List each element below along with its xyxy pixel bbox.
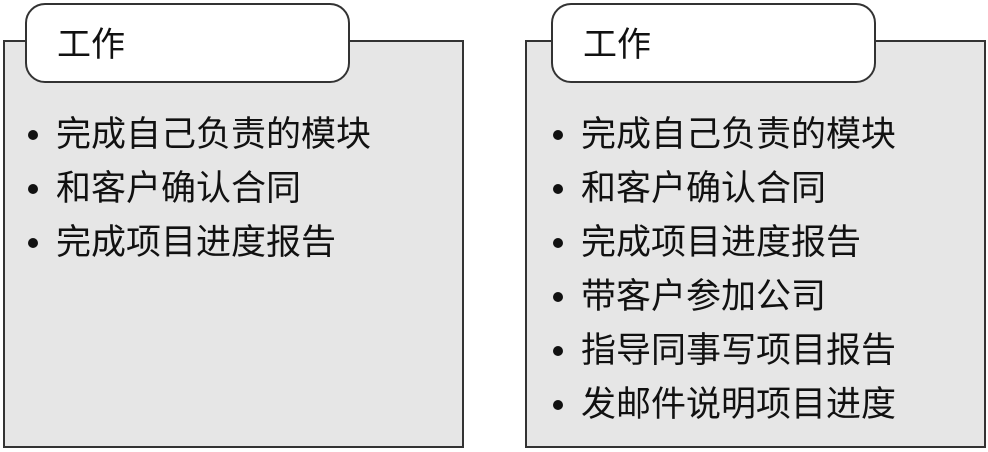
- bullet-icon: [553, 238, 563, 248]
- list-item: 完成自己负责的模块: [553, 108, 896, 162]
- bullet-icon: [553, 400, 563, 410]
- bullet-icon: [28, 238, 38, 248]
- list-item: 和客户确认合同: [553, 162, 896, 216]
- list-item: 发邮件说明项目进度: [553, 378, 896, 432]
- left-item-list: 完成自己负责的模块 和客户确认合同 完成项目进度报告: [28, 108, 371, 270]
- bullet-icon: [28, 130, 38, 140]
- bullet-icon: [553, 292, 563, 302]
- bullet-icon: [553, 346, 563, 356]
- right-panel: [525, 40, 986, 448]
- left-title-tab: 工作: [25, 3, 350, 83]
- left-title: 工作: [57, 25, 125, 65]
- list-item: 指导同事写项目报告: [553, 324, 896, 378]
- list-item: 和客户确认合同: [28, 162, 371, 216]
- right-title: 工作: [583, 25, 651, 65]
- list-item: 带客户参加公司: [553, 270, 896, 324]
- right-title-tab: 工作: [551, 3, 876, 83]
- list-item: 完成项目进度报告: [28, 216, 371, 270]
- list-item: 完成自己负责的模块: [28, 108, 371, 162]
- bullet-icon: [28, 184, 38, 194]
- left-panel: [3, 40, 464, 448]
- list-item: 完成项目进度报告: [553, 216, 896, 270]
- bullet-icon: [553, 130, 563, 140]
- right-item-list: 完成自己负责的模块 和客户确认合同 完成项目进度报告 带客户参加公司 指导同事写…: [553, 108, 896, 432]
- bullet-icon: [553, 184, 563, 194]
